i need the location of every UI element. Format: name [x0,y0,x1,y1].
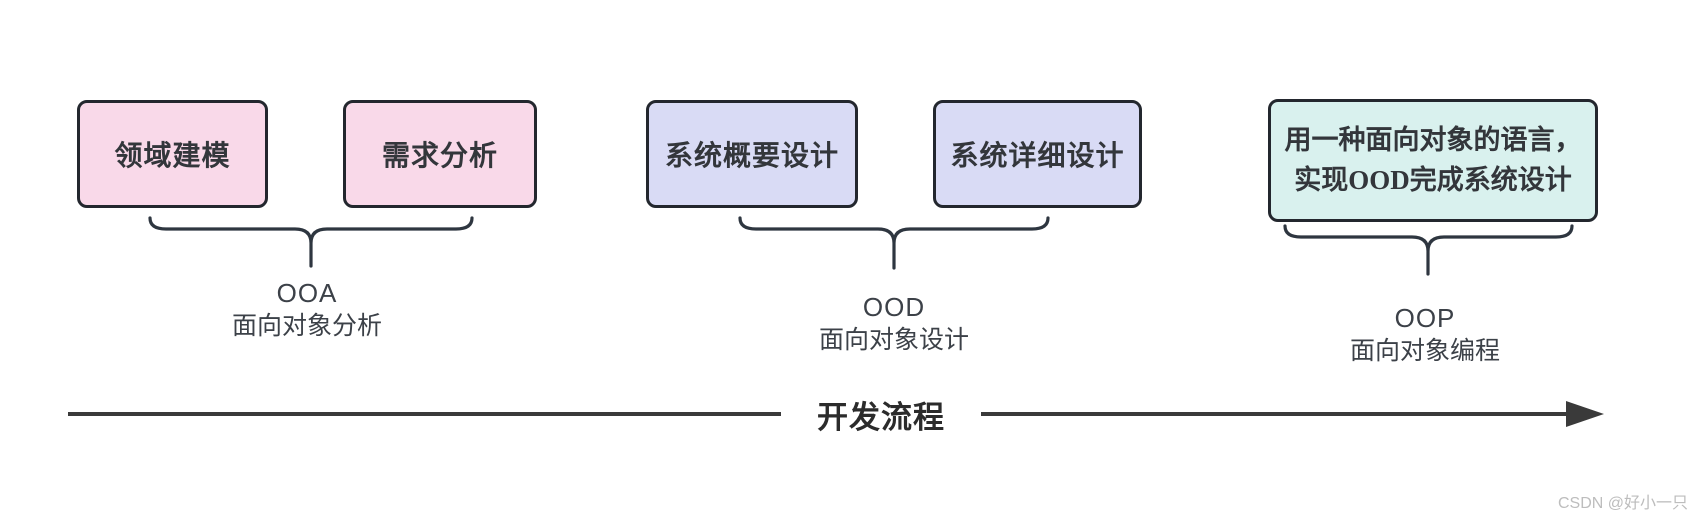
stage-label-oop: OOP 面向对象编程 [1275,302,1575,368]
ooa-brace-icon [148,216,474,268]
ood-brace-icon [738,216,1050,270]
stage-label-ooa-abbr: OOA [276,278,338,308]
stage-label-oop-abbr: OOP [1394,303,1456,333]
stage-label-ooa: OOA 面向对象分析 [157,277,457,343]
box-requirements-analysis: 需求分析 [343,100,537,208]
box-system-outline-design: 系统概要设计 [646,100,858,208]
box-oop-implementation-label: 用一种面向对象的语言， 实现OOD完成系统设计 [1285,121,1582,199]
box-requirements-analysis-label: 需求分析 [381,141,498,172]
stage-label-ood: OOD 面向对象设计 [744,291,1044,357]
box-oop-implementation-line1: 用一种面向对象的语言， [1284,125,1582,156]
stage-label-ooa-name: 面向对象分析 [231,312,382,340]
box-oop-implementation: 用一种面向对象的语言， 实现OOD完成系统设计 [1268,99,1598,222]
stage-label-oop-name: 面向对象编程 [1349,337,1500,365]
box-domain-modeling: 领域建模 [77,100,268,208]
box-oop-implementation-line2: 实现OOD完成系统设计 [1294,164,1572,195]
box-system-outline-design-label: 系统概要设计 [664,141,839,172]
stage-label-ood-abbr: OOD [862,292,926,322]
oop-brace-icon [1283,224,1574,276]
box-system-detailed-design-label: 系统详细设计 [950,141,1125,172]
dev-flow-axis-label: 开发流程 [781,394,981,435]
watermark: CSDN @好小一只 [1557,495,1688,512]
box-system-detailed-design: 系统详细设计 [933,100,1142,208]
stage-label-ood-name: 面向对象设计 [818,326,969,354]
dev-flow-arrowhead-icon [1566,401,1604,427]
box-domain-modeling-label: 领域建模 [114,141,231,172]
